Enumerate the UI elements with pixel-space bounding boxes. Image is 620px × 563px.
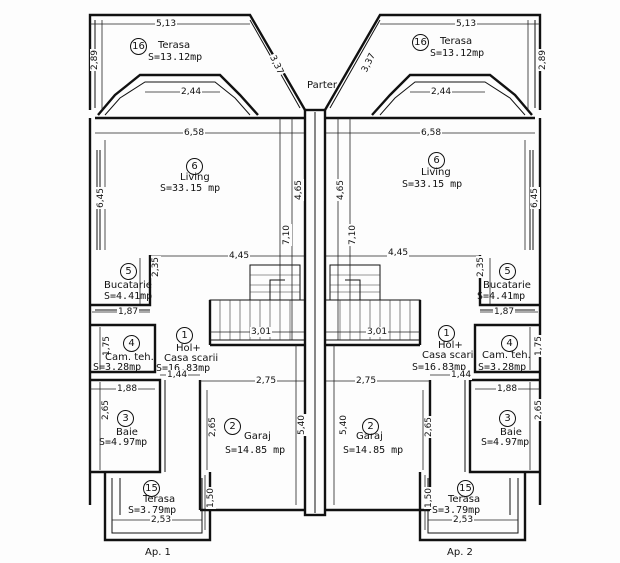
dim-garage-w: 2,75 <box>355 376 378 386</box>
apartment-label: Ap. 2 <box>447 547 473 558</box>
room-area-living: S=33.15 mp <box>160 183 221 194</box>
dim-top-width: 5,13 <box>455 19 478 29</box>
room-number-terasa-top: 16 <box>412 34 429 51</box>
dim-terr-w: 2,53 <box>452 515 475 525</box>
room-number-bucatarie: 5 <box>120 263 137 280</box>
room-area-garaj: S=14.85 mp <box>343 445 404 456</box>
room-number-living: 6 <box>428 152 445 169</box>
room-subname-hol: Casa scarii <box>422 350 477 361</box>
dim-stair-h: 4,65 <box>294 178 305 202</box>
dim-terr-w: 2,53 <box>150 515 173 525</box>
dim-top-side: 2,89 <box>90 48 101 72</box>
room-area-bucatarie: S=4.41mp <box>477 291 526 302</box>
room-number-hol: 1 <box>438 325 455 342</box>
room-number-living: 6 <box>186 158 203 175</box>
room-number-camteh: 4 <box>123 335 140 352</box>
dim-hol-w: 1,44 <box>450 370 473 380</box>
dim-kitchen-side: 2,35 <box>476 255 487 279</box>
room-name-bucatarie: Bucatarie <box>483 280 531 291</box>
room-name-bucatarie: Bucatarie <box>104 280 152 291</box>
room-name-living: Living <box>421 167 451 178</box>
room-area-garaj: S=14.85 mp <box>225 445 286 456</box>
room-area-terasa-bottom: S=3.79mp <box>128 505 177 516</box>
dim-living-side: 6,45 <box>96 186 107 210</box>
room-number-camteh: 4 <box>501 335 518 352</box>
room-area-hol: S=16.83mp <box>156 363 211 374</box>
room-area-bucatarie: S=4.41mp <box>104 291 153 302</box>
dim-living-width: 6,58 <box>420 128 443 138</box>
dim-bath-side: 2,65 <box>101 398 112 422</box>
room-name-hol: Hol+ <box>438 340 463 351</box>
dim-top-width: 5,13 <box>155 19 178 29</box>
dim-kitchen-w: 1,87 <box>117 307 140 317</box>
room-name-garaj: Garaj <box>356 431 383 442</box>
room-area-terasa-top: S=13.12mp <box>148 52 203 63</box>
room-name-camteh: Cam. teh. <box>105 352 154 363</box>
dim-bath-w: 1,88 <box>116 384 139 394</box>
dim-garage-h: 5,40 <box>339 413 350 437</box>
room-name-terasa-bottom: Terasa <box>143 494 176 505</box>
room-number-baie: 3 <box>499 410 516 427</box>
dim-kitchen-side: 2,35 <box>151 255 162 279</box>
room-number-garaj: 2 <box>362 418 379 435</box>
dim-hol-w: 1,44 <box>166 370 189 380</box>
dim-living-to-stair: 4,45 <box>228 251 251 261</box>
dim-terr-side: 1,50 <box>206 486 217 510</box>
dim-garage-w: 2,75 <box>255 376 278 386</box>
dim-garage-h: 5,40 <box>297 413 308 437</box>
room-name-hol: Hol+ <box>176 343 201 354</box>
dim-living-to-stair: 4,45 <box>387 248 410 258</box>
dim-bay: 2,44 <box>180 87 203 97</box>
dim-top-side: 2,89 <box>538 48 549 72</box>
room-name-baie: Baie <box>500 427 522 438</box>
room-name-terasa-top: Terasa <box>440 36 473 47</box>
dim-stair-h2: 7,10 <box>282 223 293 247</box>
center-label: Parter <box>307 80 338 91</box>
room-area-hol: S=16.83mp <box>412 362 467 373</box>
room-name-camteh: Cam. teh. <box>482 350 531 361</box>
room-number-terasa-top: 16 <box>130 38 147 55</box>
room-name-living: Living <box>180 172 210 183</box>
dim-bath-w: 1,88 <box>496 384 519 394</box>
room-name-terasa-top: Terasa <box>158 40 191 51</box>
dim-garage-side: 2,65 <box>208 415 219 439</box>
dim-tech-side: 1,75 <box>534 334 545 358</box>
room-number-baie: 3 <box>117 410 134 427</box>
dim-living-side: 6,45 <box>530 186 541 210</box>
room-area-terasa-top: S=13.12mp <box>430 48 485 59</box>
room-number-terasa-bottom: 15 <box>143 480 160 497</box>
room-name-terasa-bottom: Terasa <box>448 494 481 505</box>
dim-living-width: 6,58 <box>183 128 206 138</box>
dim-garage-side: 2,65 <box>424 415 435 439</box>
room-number-hol: 1 <box>176 327 193 344</box>
room-area-living: S=33.15 mp <box>402 179 463 190</box>
dim-stair-h: 4,65 <box>336 178 347 202</box>
room-number-bucatarie: 5 <box>499 263 516 280</box>
room-area-terasa-bottom: S=3.79mp <box>432 505 481 516</box>
room-area-baie: S=4.97mp <box>481 437 530 448</box>
dim-kitchen-w: 1,87 <box>493 307 516 317</box>
dim-stair-h2: 7,10 <box>348 223 359 247</box>
dim-stair-w: 3,01 <box>366 327 389 337</box>
room-number-garaj: 2 <box>224 418 241 435</box>
dim-bay: 2,44 <box>430 87 453 97</box>
room-area-camteh: S=3.28mp <box>93 362 142 373</box>
room-name-garaj: Garaj <box>244 431 271 442</box>
dim-stair-w: 3,01 <box>250 327 273 337</box>
apartment-label: Ap. 1 <box>145 547 171 558</box>
dim-bath-side: 2,65 <box>534 398 545 422</box>
room-number-terasa-bottom: 15 <box>457 480 474 497</box>
room-area-camteh: S=3.28mp <box>478 362 527 373</box>
room-name-baie: Baie <box>116 427 138 438</box>
room-subname-hol: Casa scarii <box>164 353 219 364</box>
room-area-baie: S=4.97mp <box>99 437 148 448</box>
